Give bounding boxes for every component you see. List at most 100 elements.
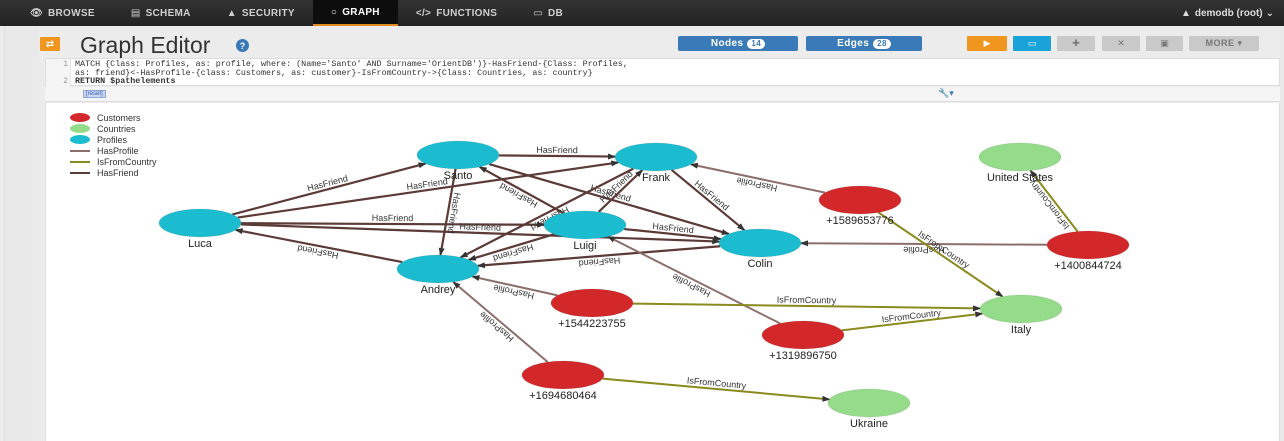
node-ellipse[interactable] [521, 360, 605, 390]
graph-node-ukraine[interactable]: Ukraine [827, 388, 911, 430]
page-title: Graph Editor [80, 32, 211, 58]
graph-edge-hasfriend[interactable] [237, 160, 620, 219]
graph-editor-icon: ⇄ [40, 37, 60, 51]
node-ellipse[interactable] [818, 185, 902, 215]
node-ellipse[interactable] [827, 388, 911, 418]
query-line-2: RETURN $pathelements [75, 76, 176, 86]
graph-node-c1694[interactable]: +1694680464 [521, 360, 605, 402]
node-ellipse[interactable] [416, 140, 500, 170]
graph-node-luigi[interactable]: Luigi [543, 210, 627, 252]
edge-label: HasFriend [578, 255, 620, 268]
graph-edge-hasfriend[interactable] [467, 233, 555, 261]
graph-icon: ○ [330, 6, 338, 18]
graph-edge-hasfriend[interactable] [240, 221, 546, 228]
graph-edge-hasfriend[interactable] [624, 227, 722, 242]
nav-label: SCHEMA [145, 7, 191, 19]
nodes-button[interactable]: Nodes 14 [678, 36, 798, 51]
nav-graph[interactable]: ○GRAPH [312, 0, 398, 26]
node-label: Ukraine [850, 418, 888, 430]
page-header: ⇄ Graph Editor ? Nodes 14 Edges 28 ▶ ▭ ✚… [40, 26, 1284, 58]
graph-node-santo[interactable]: Santo [416, 140, 500, 182]
line-number: 1 [63, 60, 68, 69]
graph-edge-isfromcountry[interactable] [602, 377, 831, 402]
graph-edge-hasfriend[interactable] [438, 168, 457, 257]
query-line-1a: MATCH {Class: Profiles, as: profile, whe… [75, 59, 628, 69]
graph-edge-hasfriend[interactable] [670, 169, 746, 231]
save-icon: ▭ [1027, 38, 1037, 48]
node-label: +1319896750 [769, 350, 837, 362]
legend-item: IsFromCountry [70, 156, 157, 167]
user-icon: ▲ [226, 7, 237, 19]
graph-node-c1400[interactable]: +1400844724 [1046, 230, 1130, 272]
graph-edge-hasfriend[interactable] [478, 165, 564, 215]
nodes-count-badge: 14 [747, 38, 766, 49]
node-ellipse[interactable] [1046, 230, 1130, 260]
graph-edge-hasfriend[interactable] [476, 245, 721, 269]
user-menu[interactable]: ▲ demodb (root) ⌄ [1181, 0, 1284, 26]
graph-node-c1319[interactable]: +1319896750 [761, 320, 845, 362]
graph-node-c1589[interactable]: +1589653776 [818, 185, 902, 227]
node-ellipse[interactable] [543, 210, 627, 240]
graph-edge-hasprofile[interactable] [689, 162, 826, 194]
nav-label: FUNCTIONS [436, 7, 498, 19]
user-icon: ▲ [1180, 7, 1191, 19]
right-scrollbar[interactable] [1280, 26, 1284, 441]
edges-count-badge: 28 [873, 38, 891, 49]
node-label: +1544223755 [558, 318, 626, 330]
add-vertex-button[interactable]: ✚ [1057, 36, 1095, 51]
edge-label: HasFriend [536, 145, 578, 155]
graph-edge-isfromcountry[interactable] [632, 302, 982, 312]
graph-edge-hasfriend[interactable] [232, 162, 427, 216]
graph-node-c1544[interactable]: +1544223755 [550, 288, 634, 330]
node-label: United States [987, 172, 1054, 184]
more-dropdown[interactable]: MORE ▾ [1189, 36, 1259, 51]
graph-edge-isfromcountry[interactable] [1029, 169, 1079, 233]
graph-node-us[interactable]: United States [978, 142, 1062, 184]
node-ellipse[interactable] [550, 288, 634, 318]
node-ellipse[interactable] [761, 320, 845, 350]
nav-security[interactable]: ▲SECURITY [209, 0, 313, 26]
graph-edge-hasfriend[interactable] [488, 163, 730, 235]
graph-edge-hasprofile[interactable] [607, 235, 781, 325]
save-button[interactable]: ▭ [1013, 36, 1051, 51]
graph-edge-hasfriend[interactable] [598, 169, 643, 213]
fullscreen-button[interactable]: ✕ [1102, 36, 1140, 51]
run-query-button[interactable]: ▶ [967, 36, 1007, 51]
graph-edge-hasfriend[interactable] [234, 228, 403, 264]
node-ellipse[interactable] [718, 228, 802, 258]
node-ellipse[interactable] [158, 208, 242, 238]
plus-circle-icon: ✚ [1072, 38, 1080, 48]
nav-functions[interactable]: </>FUNCTIONS [398, 0, 515, 26]
clear-button[interactable]: ▣ [1146, 36, 1183, 51]
nav-browse[interactable]: 👁BROWSE [0, 0, 113, 26]
node-ellipse[interactable] [978, 142, 1062, 172]
eye-icon: 👁 [30, 7, 43, 19]
graph-edge-isfromcountry[interactable] [877, 211, 1004, 298]
graph-edge-hasfriend[interactable] [459, 167, 634, 259]
nav-db[interactable]: ▭DB [515, 0, 581, 26]
graph-node-italy[interactable]: Italy [979, 294, 1063, 336]
help-icon[interactable]: ? [236, 39, 249, 52]
wrench-icon[interactable]: 🔧▾ [938, 88, 954, 98]
node-label: Luigi [573, 240, 596, 252]
graph-node-luca[interactable]: Luca [158, 208, 242, 250]
legend-label: IsFromCountry [97, 156, 157, 167]
graph-edge-hasfriend[interactable] [498, 153, 617, 160]
node-ellipse[interactable] [979, 294, 1063, 324]
legend-label: HasFriend [97, 167, 139, 178]
graph-edge-hasprofile[interactable] [471, 275, 558, 297]
node-ellipse[interactable] [396, 254, 480, 284]
legend-label: Countries [97, 123, 136, 134]
graph-edge-hasprofile[interactable] [452, 281, 549, 363]
graph-node-colin[interactable]: Colin [718, 228, 802, 270]
graph-node-frank[interactable]: Frank [614, 142, 698, 184]
nav-schema[interactable]: ▤SCHEMA [113, 0, 209, 26]
edges-button[interactable]: Edges 28 [806, 36, 922, 51]
query-editor[interactable]: 1 2 MATCH {Class: Profiles, as: profile,… [45, 58, 1280, 87]
graph-node-andrey[interactable]: Andrey [396, 254, 480, 296]
graph-edge-isfromcountry[interactable] [841, 311, 984, 332]
node-ellipse[interactable] [614, 142, 698, 172]
reset-link[interactable]: [reset] [83, 90, 106, 98]
graph-edge-hasfriend[interactable] [240, 223, 721, 245]
